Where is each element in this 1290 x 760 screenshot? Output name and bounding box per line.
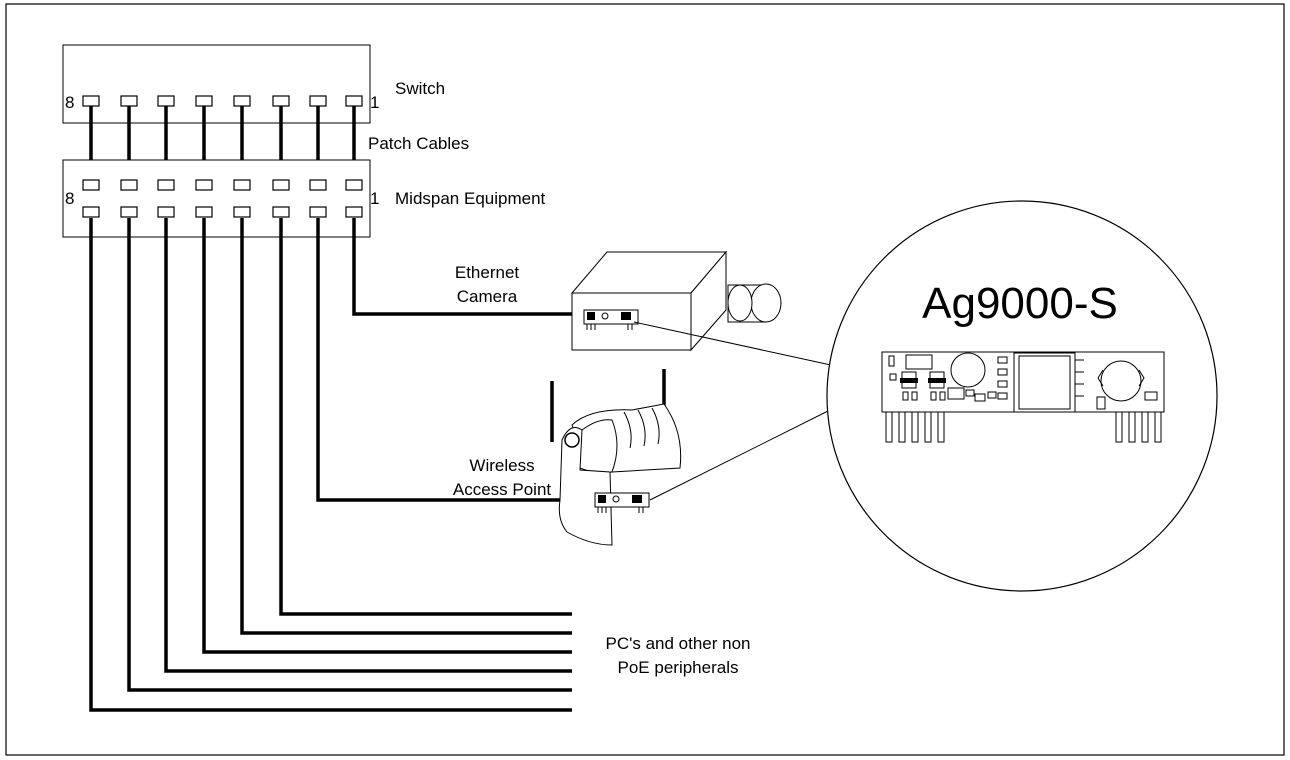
pc-cable-8: [89, 218, 572, 712]
wap-label-line1: Wireless: [469, 456, 534, 475]
midspan-out-port-6: [157, 206, 175, 218]
switch-label: Switch: [395, 79, 445, 98]
switch-port-1: [345, 95, 363, 107]
ethernet-camera: [570, 250, 782, 352]
midspan-out-port-7: [120, 206, 138, 218]
midspan-port-number-right: 1: [370, 189, 379, 208]
switch-port-8: [82, 95, 100, 107]
midspan-equipment: 8 1: [62, 159, 379, 238]
callout-line-wap: [649, 409, 831, 501]
midspan-in-port-7: [120, 179, 138, 191]
midspan-label: Midspan Equipment: [395, 189, 546, 208]
switch-port-4: [233, 95, 251, 107]
switch-port-7: [120, 95, 138, 107]
midspan-in-port-8: [82, 179, 100, 191]
ag9000-module-board: [881, 351, 1165, 443]
ethernet-camera-label-line2: Camera: [457, 287, 518, 306]
midspan-in-port-6: [157, 179, 175, 191]
switch-port-number-right: 1: [370, 93, 379, 112]
pc-cable-6: [164, 218, 572, 673]
midspan-out-port-3: [272, 206, 290, 218]
camera-module-icon: [583, 309, 639, 330]
pc-cable-4: [240, 218, 572, 635]
switch-port-2: [309, 95, 327, 107]
callout-line-camera: [633, 321, 841, 368]
midspan-out-port-4: [233, 206, 251, 218]
switch: 8 1: [62, 44, 379, 124]
diagram-frame: [5, 3, 1285, 756]
switch-port-6: [157, 95, 175, 107]
midspan-in-port-5: [195, 179, 213, 191]
midspan-out-port-5: [195, 206, 213, 218]
midspan-out-port-8: [82, 206, 100, 218]
pc-cable-7: [127, 218, 572, 692]
pcs-label-line1: PC's and other non: [605, 634, 750, 653]
midspan-out-port-2: [309, 206, 327, 218]
pc-cable-3: [279, 218, 572, 616]
midspan-out-port-1: [345, 206, 363, 218]
module-pins-right: [1115, 411, 1162, 443]
ag9000-zoom-callout: Ag9000-S: [826, 200, 1218, 592]
wireless-access-point: [550, 369, 682, 546]
midspan-in-port-1: [345, 179, 363, 191]
module-pins-left: [885, 411, 945, 443]
camera-cable: [352, 218, 572, 316]
ethernet-camera-label-line1: Ethernet: [455, 263, 520, 282]
switch-port-3: [272, 95, 290, 107]
midspan-port-number-left: 8: [65, 189, 74, 208]
wap-label-line2: Access Point: [453, 480, 552, 499]
pc-cable-5: [202, 218, 572, 654]
wap-module-icon: [594, 492, 650, 513]
midspan-in-port-3: [272, 179, 290, 191]
switch-box: [62, 44, 371, 124]
midspan-in-port-4: [233, 179, 251, 191]
module-title: Ag9000-S: [922, 279, 1118, 328]
midspan-box: [62, 159, 371, 238]
pcs-label-line2: PoE peripherals: [618, 658, 739, 677]
switch-port-5: [195, 95, 213, 107]
switch-port-number-left: 8: [65, 93, 74, 112]
patch-cables-label: Patch Cables: [368, 134, 469, 153]
midspan-in-port-2: [309, 179, 327, 191]
wap-cable: [316, 218, 561, 502]
